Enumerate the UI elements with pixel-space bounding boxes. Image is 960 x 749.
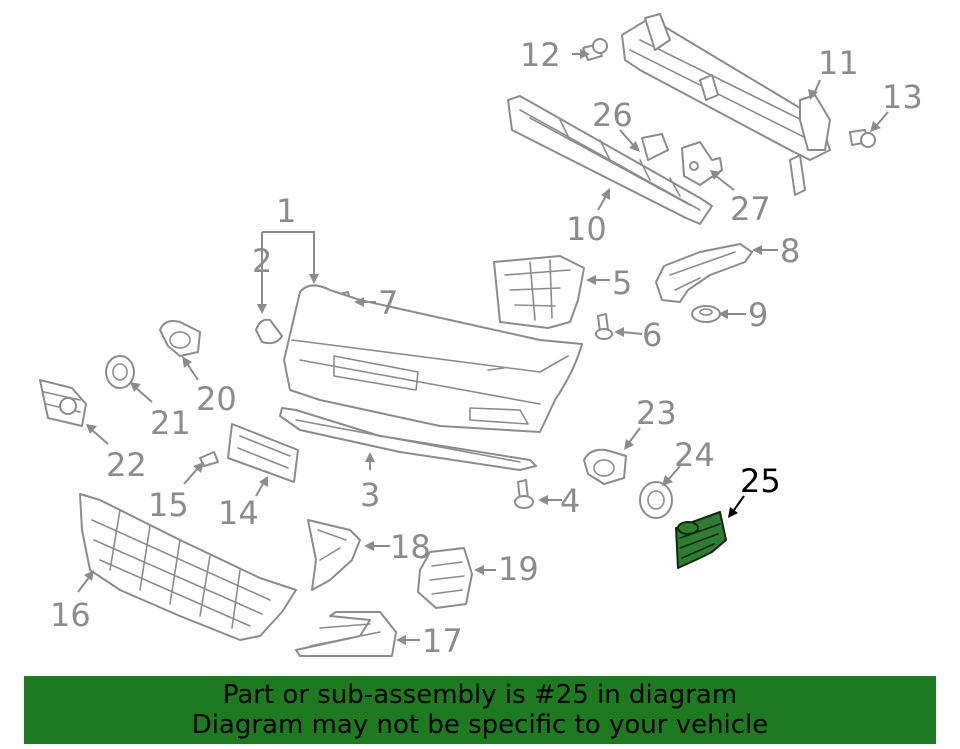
callout-21: 21	[150, 404, 191, 442]
callout-27: 27	[730, 190, 771, 228]
callout-24: 24	[674, 436, 715, 474]
callout-9: 9	[748, 296, 768, 334]
part-20-sensor[interactable]	[159, 320, 201, 357]
part-8-guide-bracket[interactable]	[655, 243, 753, 303]
part-19-trim[interactable]	[417, 547, 473, 609]
part-14-license-plate-bracket[interactable]	[227, 423, 299, 483]
callout-6: 6	[642, 316, 662, 354]
callout-26: 26	[592, 96, 633, 134]
callout-labels: 1 2 3 4 5 6 7 8 9 10 11 12 13 14 15 16 1…	[50, 36, 923, 660]
callout-2: 2	[252, 242, 272, 280]
part-1-bumper-cover[interactable]	[283, 284, 583, 433]
callout-18: 18	[390, 528, 431, 566]
part-11-reinforcement-bar[interactable]	[621, 13, 831, 196]
callout-19: 19	[498, 550, 539, 588]
callout-13: 13	[882, 78, 923, 116]
banner-line-2: Diagram may not be specific to your vehi…	[191, 710, 769, 740]
callout-4: 4	[560, 482, 580, 520]
part-21-cap[interactable]	[105, 355, 135, 389]
callout-3: 3	[360, 476, 380, 514]
callout-15: 15	[148, 486, 189, 524]
notice-banner: Part or sub-assembly is #25 in diagram D…	[24, 676, 936, 744]
part-25-sensor-bracket-highlighted[interactable]	[675, 511, 727, 569]
part-27-bracket[interactable]	[681, 141, 723, 186]
callout-5: 5	[612, 264, 632, 302]
part-24-cap[interactable]	[639, 481, 673, 519]
callout-25: 25	[740, 462, 781, 500]
part-3-spoiler[interactable]	[279, 407, 537, 471]
callout-11: 11	[818, 44, 859, 82]
part-6-screw[interactable]	[595, 313, 613, 340]
part-17-trim[interactable]	[295, 611, 397, 657]
part-5-bracket[interactable]	[493, 255, 585, 329]
part-23-sensor[interactable]	[583, 448, 627, 485]
callout-20: 20	[196, 380, 237, 418]
callout-23: 23	[636, 394, 677, 432]
callout-1: 1	[276, 192, 296, 230]
callout-7: 7	[378, 284, 398, 322]
part-18-bracket[interactable]	[307, 519, 361, 591]
callout-16: 16	[50, 596, 91, 634]
part-26-bracket[interactable]	[641, 133, 669, 161]
callout-8: 8	[780, 232, 800, 270]
parts-diagram: 1 2 3 4 5 6 7 8 9 10 11 12 13 14 15 16 1…	[39, 13, 923, 660]
callout-17: 17	[422, 622, 463, 660]
banner-line-1: Part or sub-assembly is #25 in diagram	[222, 680, 738, 710]
callout-12: 12	[520, 36, 561, 74]
leader-lines	[77, 49, 889, 645]
callout-14: 14	[218, 494, 259, 532]
part-9-nut[interactable]	[691, 305, 721, 323]
callout-10: 10	[566, 210, 607, 248]
part-22-bracket[interactable]	[39, 379, 87, 427]
part-16-grille[interactable]	[79, 493, 297, 641]
part-13-bolt[interactable]	[849, 129, 876, 148]
callout-22: 22	[106, 446, 147, 484]
part-12-bolt[interactable]	[582, 38, 608, 61]
part-2-cap[interactable]	[255, 318, 283, 345]
part-10-energy-absorber[interactable]	[507, 95, 713, 225]
part-4-screw[interactable]	[514, 479, 534, 509]
